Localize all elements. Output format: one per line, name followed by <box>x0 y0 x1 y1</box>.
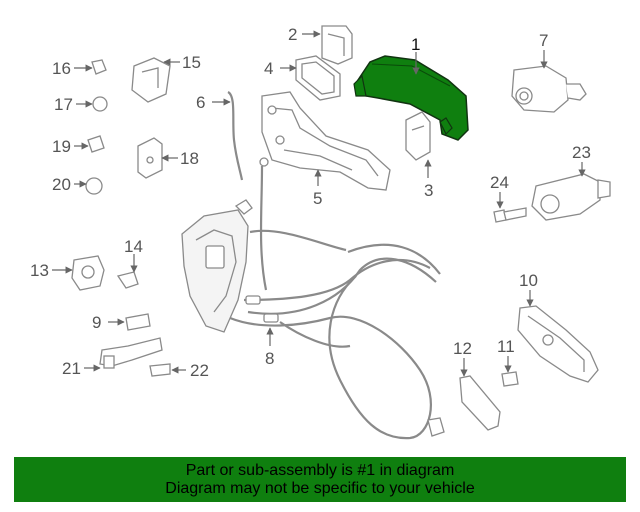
callout-7[interactable]: 7 <box>539 31 548 50</box>
part-19-fastener[interactable] <box>87 135 105 153</box>
callout-4[interactable]: 4 <box>264 59 273 78</box>
part-2-cap[interactable] <box>321 25 353 65</box>
parts-diagram: 1 2 3 4 5 6 7 8 9 10 11 12 13 14 15 16 1… <box>30 25 611 440</box>
part-7-lock-cylinder[interactable] <box>511 65 587 113</box>
callout-16[interactable]: 16 <box>52 59 71 78</box>
callout-12[interactable]: 12 <box>453 339 472 358</box>
info-banner: Part or sub-assembly is #1 in diagram Di… <box>14 457 626 502</box>
part-20-fastener[interactable] <box>85 177 103 195</box>
callout-labels: 1 2 3 4 5 6 7 8 9 10 11 12 13 14 15 16 1… <box>30 25 591 380</box>
callout-3[interactable]: 3 <box>424 181 433 200</box>
leader-lines <box>52 30 586 377</box>
part-24-bolt[interactable] <box>493 207 527 223</box>
callout-20[interactable]: 20 <box>52 175 71 194</box>
part-9-screw[interactable] <box>125 313 151 331</box>
callout-17[interactable]: 17 <box>54 95 73 114</box>
callout-8[interactable]: 8 <box>265 349 274 368</box>
part-4-gasket[interactable] <box>295 55 341 101</box>
callout-15[interactable]: 15 <box>182 53 201 72</box>
callout-21[interactable]: 21 <box>62 359 81 378</box>
callout-5[interactable]: 5 <box>313 189 322 208</box>
callout-23[interactable]: 23 <box>572 143 591 162</box>
callout-2[interactable]: 2 <box>288 25 297 44</box>
callout-14[interactable]: 14 <box>124 237 143 256</box>
part-1-outer-handle[interactable] <box>353 55 469 141</box>
callout-1[interactable]: 1 <box>411 35 420 54</box>
callout-24[interactable]: 24 <box>490 173 509 192</box>
part-18-plate[interactable] <box>137 137 163 179</box>
part-11-bolt[interactable] <box>501 371 519 387</box>
part-21-connector[interactable] <box>99 337 163 369</box>
part-13-bracket[interactable] <box>71 255 105 291</box>
part-6-rod[interactable] <box>227 91 244 181</box>
part-5-frame[interactable] <box>261 91 391 191</box>
part-17-fastener[interactable] <box>92 96 108 112</box>
callout-19[interactable]: 19 <box>52 137 71 156</box>
part-22-screw[interactable] <box>149 363 171 377</box>
callout-10[interactable]: 10 <box>519 271 538 290</box>
callout-13[interactable]: 13 <box>30 261 49 280</box>
part-15-bracket[interactable] <box>131 57 171 103</box>
part-10-inner-handle[interactable] <box>517 305 599 383</box>
callout-22[interactable]: 22 <box>190 361 209 380</box>
part-14-clip[interactable] <box>116 271 139 289</box>
callout-6[interactable]: 6 <box>196 93 205 112</box>
part-12-trim[interactable] <box>459 375 501 431</box>
callout-9[interactable]: 9 <box>92 313 101 332</box>
banner-line-1: Part or sub-assembly is #1 in diagram <box>185 461 455 479</box>
part-3-pad[interactable] <box>405 111 431 161</box>
part-23-switch[interactable] <box>531 173 611 221</box>
callout-11[interactable]: 11 <box>497 337 515 356</box>
banner-line-2: Diagram may not be specific to your vehi… <box>165 479 475 497</box>
part-8-latch-assembly[interactable] <box>181 157 445 440</box>
callout-18[interactable]: 18 <box>180 149 199 168</box>
part-16-fastener[interactable] <box>91 59 107 75</box>
